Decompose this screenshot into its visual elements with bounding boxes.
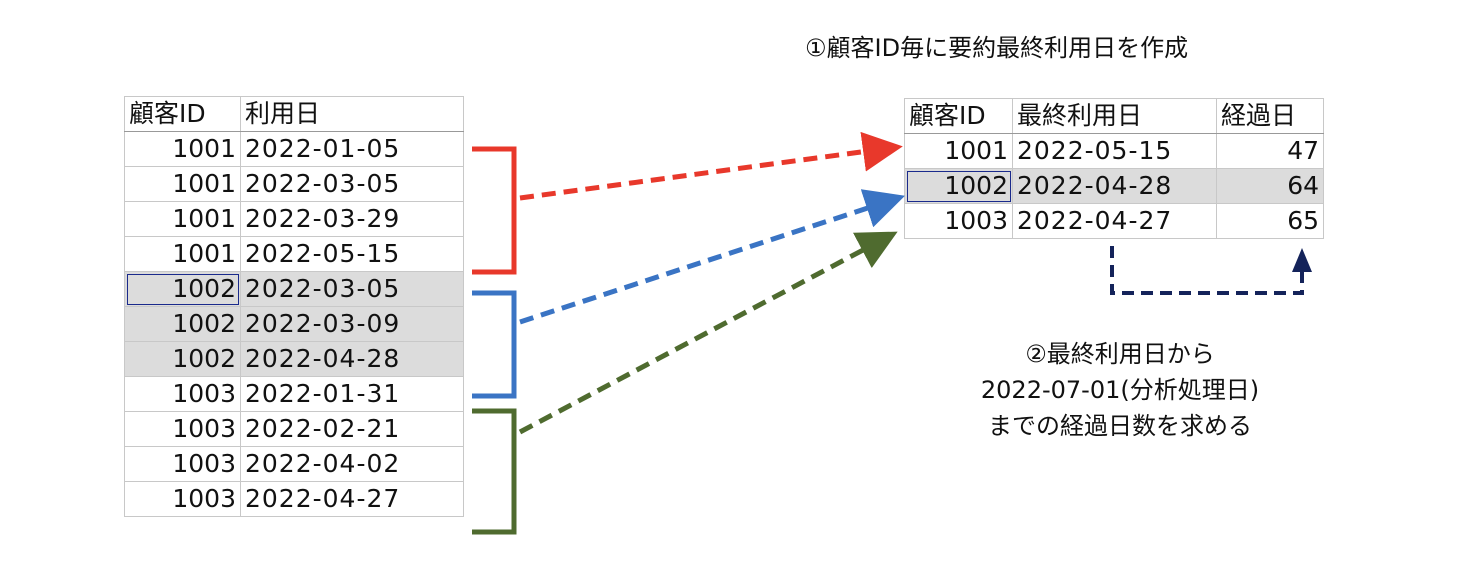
bracket-1003 [472, 408, 517, 535]
cell-elapsed-days[interactable]: 64 [1216, 168, 1324, 204]
cell-customer-id[interactable]: 1003 [124, 481, 241, 517]
caption-step-2: ②最終利用日から 2022-07-01(分析処理日) までの経過日数を求める [930, 336, 1310, 444]
bracket-1001 [472, 146, 517, 275]
cell-customer-id[interactable]: 1003 [124, 411, 241, 447]
header-elapsed-days: 経過日 [1216, 98, 1324, 134]
arrow-date-to-days [1110, 246, 1304, 295]
cell-usage-date[interactable]: 2022-02-21 [240, 411, 464, 447]
summary-table-header-row: 顧客ID 最終利用日 経過日 [904, 98, 1324, 134]
arrow-1003 [518, 231, 898, 435]
cell-customer-id[interactable]: 1003 [124, 446, 241, 482]
cell-customer-id[interactable]: 1002 [124, 306, 241, 342]
caption-step-2-line: までの経過日数を求める [988, 412, 1252, 440]
header-customer-id: 顧客ID [124, 96, 241, 132]
cell-usage-date[interactable]: 2022-05-15 [240, 236, 464, 272]
cell-usage-date[interactable]: 2022-04-27 [240, 481, 464, 517]
header-last-usage-date: 最終利用日 [1012, 98, 1217, 134]
cell-usage-date[interactable]: 2022-03-05 [240, 166, 464, 202]
caption-step-2-line: ②最終利用日から [1025, 340, 1215, 368]
cell-usage-date[interactable]: 2022-03-05 [240, 271, 464, 307]
usage-table-header-row: 顧客ID 利用日 [124, 96, 464, 132]
cell-elapsed-days[interactable]: 47 [1216, 133, 1324, 169]
cell-usage-date[interactable]: 2022-01-31 [240, 376, 464, 412]
cell-customer-id[interactable]: 1003 [904, 203, 1013, 239]
caption-step-1: ①顧客ID毎に要約最終利用日を作成 [805, 34, 1189, 62]
cell-customer-id[interactable]: 1002 [904, 168, 1013, 204]
arrow-1001 [519, 131, 903, 201]
cell-usage-date[interactable]: 2022-03-09 [240, 306, 464, 342]
header-customer-id: 顧客ID [904, 98, 1013, 134]
cell-customer-id[interactable]: 1001 [124, 166, 241, 202]
bracket-1002 [472, 290, 517, 399]
cell-usage-date[interactable]: 2022-04-02 [240, 446, 464, 482]
cell-usage-date[interactable]: 2022-03-29 [240, 201, 464, 237]
cell-customer-id[interactable]: 1002 [124, 341, 241, 377]
cell-customer-id[interactable]: 1002 [124, 271, 241, 307]
cell-customer-id[interactable]: 1001 [124, 131, 241, 167]
cell-usage-date[interactable]: 2022-04-28 [240, 341, 464, 377]
header-usage-date: 利用日 [240, 96, 464, 132]
cell-customer-id[interactable]: 1001 [124, 236, 241, 272]
cell-last-usage-date[interactable]: 2022-04-28 [1012, 168, 1217, 204]
caption-step-2-line: 2022-07-01(分析処理日) [980, 376, 1260, 404]
cell-elapsed-days[interactable]: 65 [1216, 203, 1324, 239]
cell-last-usage-date[interactable]: 2022-04-27 [1012, 203, 1217, 239]
arrowhead-date-to-days [1292, 248, 1312, 272]
cell-last-usage-date[interactable]: 2022-05-15 [1012, 133, 1217, 169]
arrow-1002 [519, 189, 906, 325]
